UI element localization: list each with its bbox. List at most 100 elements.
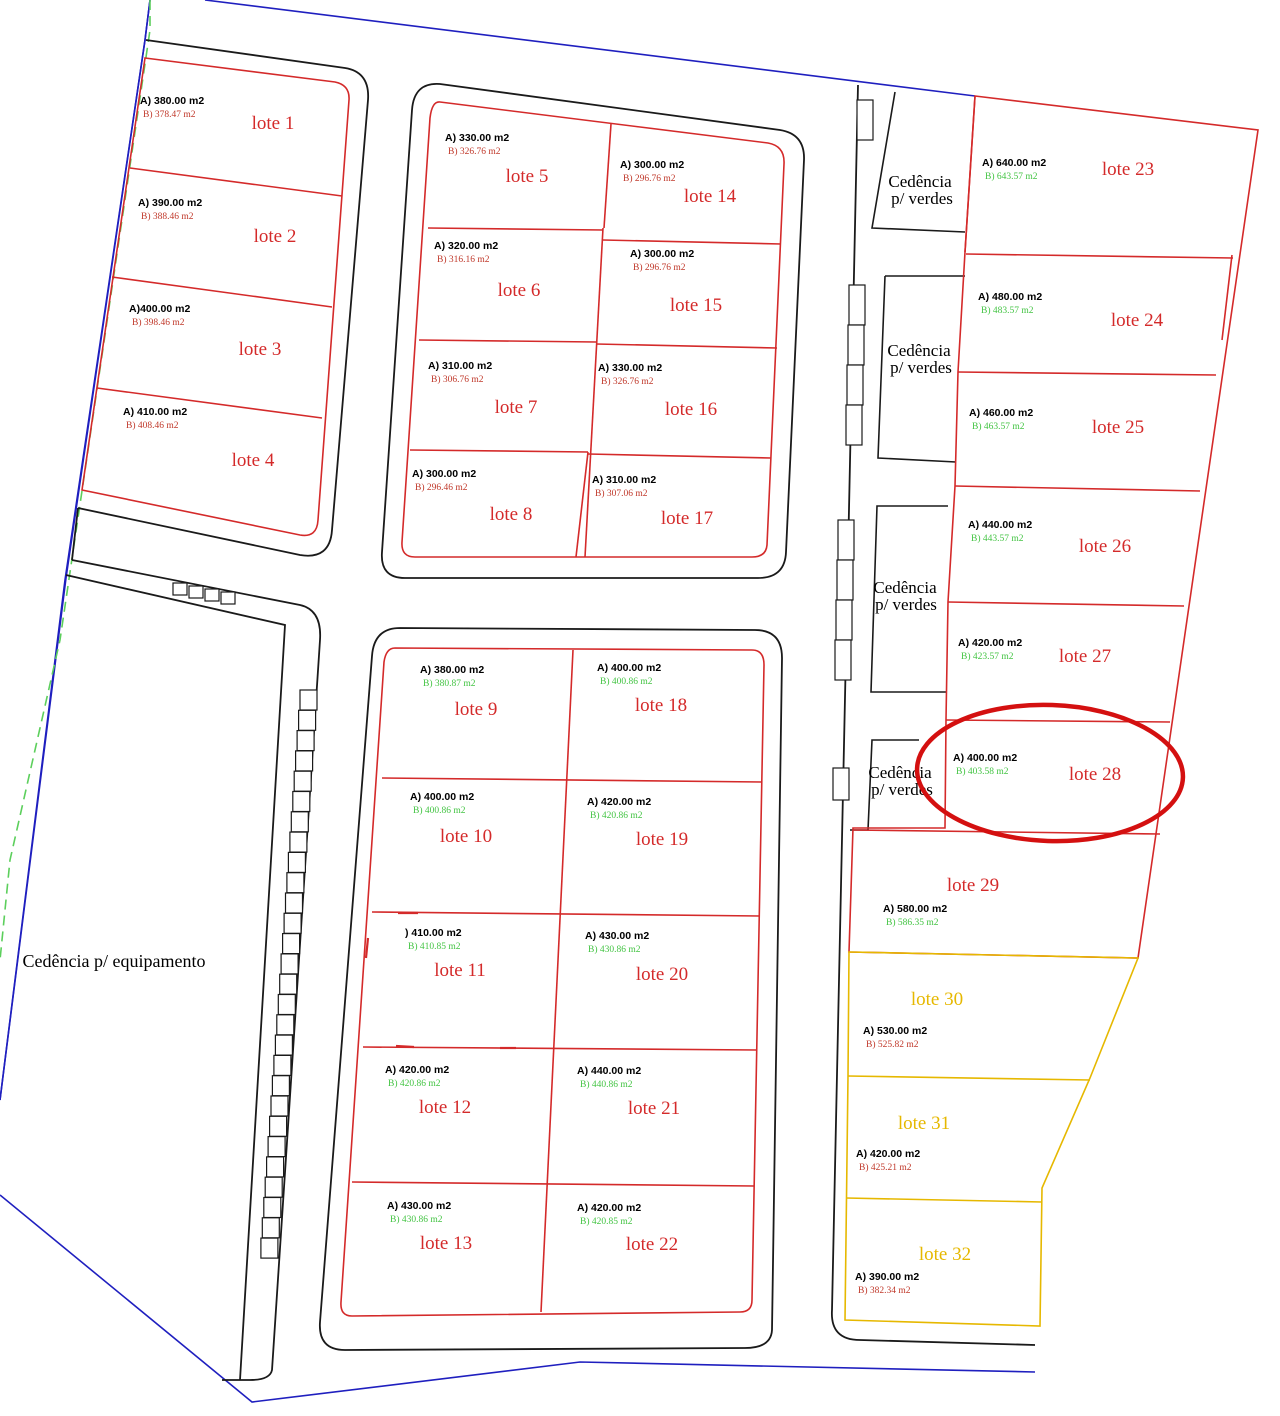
lot-area-b: B) 400.86 m2 [413,805,466,816]
lot-name: lote 4 [232,450,275,471]
lot-area-a: A) 310.00 m2 [592,474,656,486]
street-block-b-outline [381,83,805,579]
lot-area-a: A) 420.00 m2 [958,637,1022,649]
sidewalk-square [266,1156,285,1178]
lot-line [381,777,763,783]
lot-name: lote 11 [434,960,486,981]
lot-line [584,227,604,558]
sidewalk-square [274,1034,293,1056]
lot-area-b: B) 420.85 m2 [580,1216,633,1227]
lot-area-b: B) 525.82 m2 [866,1039,919,1050]
lot-line [845,1197,1043,1203]
lot-area-a: A) 300.00 m2 [412,468,476,480]
lot-name: lote 12 [419,1097,471,1118]
lot-area-a: A) 410.00 m2 [123,406,187,418]
lot-area-b: B) 306.76 m2 [431,374,484,385]
lot-area-a: A) 380.00 m2 [420,664,484,676]
lot-line [965,253,1234,259]
lot-line [587,453,772,459]
lot-line [96,387,323,419]
lot-name: lote 21 [628,1098,680,1119]
lot-area-b: B) 296.46 m2 [415,482,468,493]
boundary-blue-top [204,0,976,97]
lot-line [847,1075,1091,1081]
lot-line [418,339,597,343]
highlight-circle-lote-28 [914,702,1186,844]
lot-area-a: A) 460.00 m2 [969,407,1033,419]
lot-line [595,343,778,349]
lot-area-b: B) 483.57 m2 [981,305,1034,316]
lot-area-b: B) 326.76 m2 [448,146,501,157]
sidewalk-square [282,932,301,955]
marker [188,585,204,599]
lot-area-a: A) 480.00 m2 [978,291,1042,303]
marker [837,519,855,561]
lot-area-b: B) 388.46 m2 [141,211,194,222]
lot-area-a: A) 440.00 m2 [968,519,1032,531]
marker [846,364,864,406]
sidewalk-square [299,689,318,711]
red-marks [364,911,516,1050]
street-left-edge [71,559,322,1381]
block-c-outline [340,647,765,1317]
lot-area-b: B) 586.35 m2 [886,917,939,928]
lot-area-b: B) 398.46 m2 [132,317,185,328]
lot-line [954,485,1201,492]
marker [834,639,852,681]
lot-area-b: B) 643.57 m2 [985,171,1038,182]
lot-line [427,227,604,231]
marker [832,767,850,801]
lot-area-a: A) 530.00 m2 [863,1025,927,1037]
lot-name: lote 18 [635,695,687,716]
marker [845,404,863,446]
cedencia-box-3 [870,505,948,693]
lot-name: lote 13 [420,1233,472,1254]
lot-area-b: B) 400.86 m2 [600,676,653,687]
lot-area-a: A) 380.00 m2 [140,95,204,107]
lot-line [1221,254,1233,341]
lot-area-a: A) 390.00 m2 [138,197,202,209]
lot-area-b: B) 296.76 m2 [633,262,686,273]
boundary-blue-bottom [0,1194,1036,1403]
marker [836,559,854,601]
lot-area-b: B) 307.06 m2 [595,488,648,499]
lot-area-b: B) 440.86 m2 [580,1079,633,1090]
street-block-c-outline [319,627,783,1351]
lot-name: lote 1 [252,113,295,134]
lot-line [129,167,343,197]
lot-area-b: B) 410.85 m2 [408,941,461,952]
